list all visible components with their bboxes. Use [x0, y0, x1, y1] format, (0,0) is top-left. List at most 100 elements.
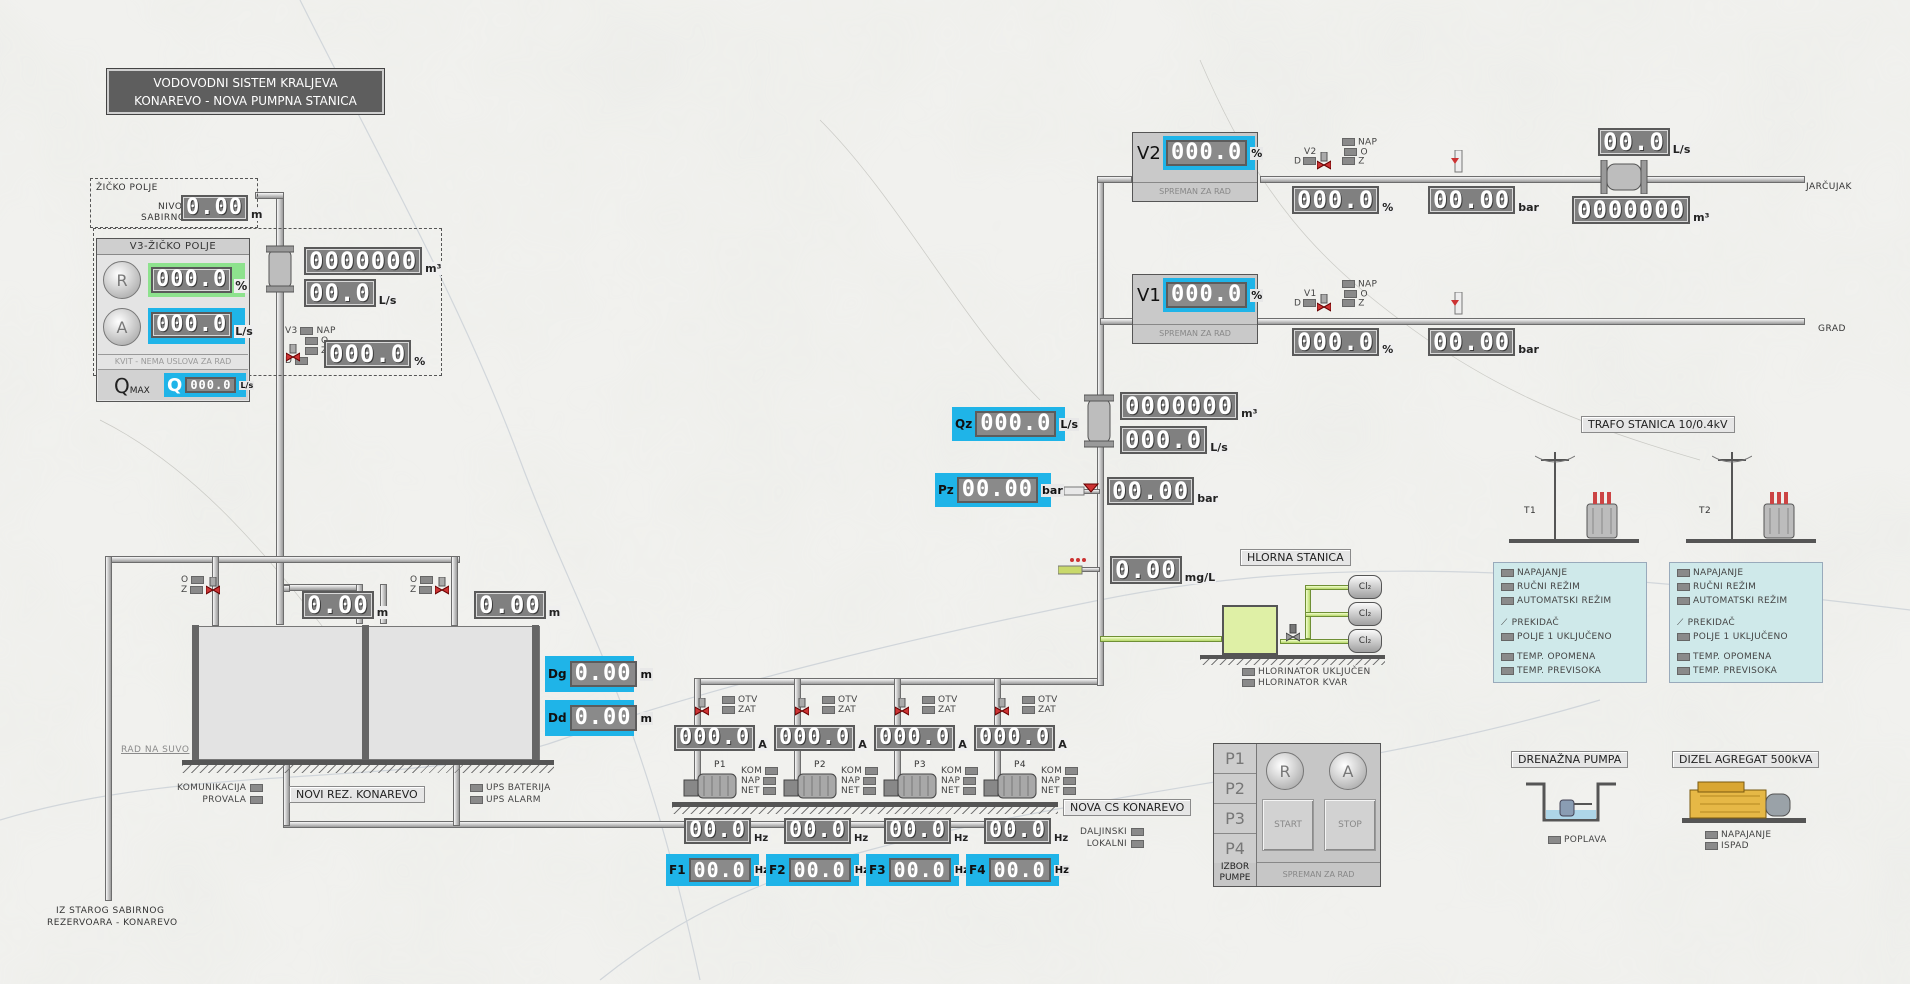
t1-led-6: TEMP. OPOMENA — [1517, 652, 1596, 662]
v1-led-d: D — [1294, 298, 1302, 309]
zicko-polje-title: ŽIČKO POLJE — [96, 183, 158, 193]
select-p3-button[interactable]: P3 — [1214, 804, 1256, 834]
led — [1303, 157, 1317, 165]
pump-3-name: P3 — [914, 760, 927, 770]
pipe-res-right-drop — [380, 584, 387, 624]
v3-a-button[interactable]: A — [103, 308, 141, 346]
qmax-input[interactable]: Q 000.0 L/s — [164, 373, 255, 397]
pump-3-hz-value: 00.0 — [884, 818, 951, 844]
t1-transformer-icon — [1586, 492, 1618, 539]
v3-kvit-button[interactable]: KVIT - NEMA USLOVA ZA RAD — [98, 354, 248, 368]
v2-led-z: Z — [1358, 156, 1365, 167]
pump-3-motor-icon — [883, 773, 937, 799]
select-p1-button[interactable]: P1 — [1214, 744, 1256, 774]
res-led-provala: PROVALA — [202, 795, 247, 805]
v1-led-o: O — [1360, 289, 1368, 299]
pump-2-hz-value: 00.0 — [784, 818, 851, 844]
drain-leds: POPLAVA — [1548, 834, 1607, 846]
reservoir-wall-mid — [362, 625, 369, 760]
res-right-valve-icon[interactable] — [435, 577, 449, 595]
qz-label: Qz — [955, 417, 973, 431]
led — [250, 783, 264, 792]
dd-input[interactable]: Dd 0.00 m — [545, 700, 654, 736]
v2-pressure-unit: bar — [1517, 201, 1540, 214]
dd-label: Dd — [548, 711, 567, 725]
chlorinator-valve-icon[interactable] — [1286, 624, 1300, 642]
v3-pct-display: 000.0 % — [151, 267, 249, 293]
pipe-v1-line — [1100, 318, 1805, 325]
pz-value: 00.00 — [956, 477, 1039, 503]
pz-label: Pz — [938, 483, 954, 497]
led — [250, 795, 264, 804]
pump-3-freq-input[interactable]: F3 00.0 Hz — [866, 854, 970, 886]
control-a-button[interactable]: A — [1329, 752, 1367, 790]
pump-4-motor-icon — [983, 773, 1037, 799]
t1-led-3: AUTOMATSKI REŽIM — [1517, 596, 1612, 606]
led — [1705, 841, 1718, 850]
zicko-nivo-unit: m — [249, 208, 264, 221]
chlorine-ground-hatch — [1200, 659, 1385, 665]
v2-valve-icon[interactable] — [1317, 152, 1331, 170]
res-left-valve-icon[interactable] — [206, 577, 220, 595]
res-right-valve-leds: O Z — [410, 575, 436, 595]
pump-4-f-label: F4 — [969, 863, 986, 877]
pump-3-kom: KOM — [941, 766, 963, 776]
pump-3-otv: OTV — [938, 695, 958, 705]
led — [865, 766, 879, 775]
t2-power-pole-icon — [1712, 452, 1752, 542]
led — [1303, 299, 1317, 307]
t1-led-1: NAPAJANJE — [1517, 568, 1568, 578]
v1-status: SPREMAN ZA RAD — [1133, 324, 1257, 343]
reservoir-ground-hatch — [182, 765, 554, 773]
pump-2-zat: ZAT — [838, 705, 857, 715]
t2-led-5: POLJE 1 UKLJUČENO — [1693, 632, 1788, 642]
v3-valve-icon[interactable] — [286, 344, 300, 362]
res-led-ups-baterija: UPS BATERIJA — [486, 783, 551, 793]
led — [1022, 695, 1035, 704]
pump-2-valve-icon[interactable] — [795, 698, 809, 716]
select-p2-button[interactable]: P2 — [1214, 774, 1256, 804]
diesel-led-napajanje: NAPAJANJE — [1721, 830, 1772, 840]
select-p4-button[interactable]: P4 — [1214, 834, 1256, 863]
pump-4-valve-icon[interactable] — [995, 698, 1009, 716]
pump-1-name: P1 — [714, 760, 727, 770]
pump-4-valve-leds: OTV ZAT — [1022, 695, 1058, 715]
pump-4-name: P4 — [1014, 760, 1027, 770]
led — [863, 776, 877, 785]
v2-led-nap: NAP — [1358, 137, 1378, 148]
led — [305, 336, 318, 345]
pz-input[interactable]: Pz 00.00 bar — [935, 473, 1064, 507]
dg-input[interactable]: Dg 0.00 m — [545, 656, 654, 692]
v1-setpoint-unit: % — [1250, 288, 1264, 302]
res-level-1-unit: m — [375, 606, 390, 619]
pump-3-valve-icon[interactable] — [895, 698, 909, 716]
v2-setpoint-input[interactable]: 000.0 % — [1163, 136, 1264, 170]
pump-1-freq-input[interactable]: F1 00.0 Hz — [666, 854, 770, 886]
pump-1-valve-icon[interactable] — [695, 698, 709, 716]
dg-value: 0.00 — [569, 661, 637, 687]
qz-value: 000.0 — [975, 411, 1057, 437]
drain-pump-icon — [1526, 782, 1616, 822]
qz-input[interactable]: Qz 000.0 L/s — [952, 407, 1079, 441]
v2-flowmeter-icon — [1600, 160, 1648, 194]
start-button[interactable]: START — [1262, 799, 1314, 851]
pump-1-f-label: F1 — [669, 863, 686, 877]
v1-valve-icon[interactable] — [1317, 294, 1331, 312]
pipe-reservoir-top — [108, 556, 460, 563]
v1-setpoint-input[interactable]: 000.0 % — [1163, 278, 1264, 312]
cl2-label-2: Cl₂ — [1358, 609, 1372, 619]
pump-3-nap: NAP — [941, 776, 961, 786]
v1-panel: V1 000.0 % SPREMAN ZA RAD — [1132, 274, 1264, 344]
main-flow-display: 000.0 L/s — [1120, 426, 1229, 454]
pump-1-status-leds: KOM NAP NET — [741, 766, 781, 796]
pump-2-freq-input[interactable]: F2 00.0 Hz — [766, 854, 870, 886]
pump-4-freq-input[interactable]: F4 00.0 Hz — [966, 854, 1070, 886]
control-r-button[interactable]: R — [1266, 752, 1304, 790]
pump-4-current-value: 000.0 — [974, 725, 1056, 751]
stop-button[interactable]: STOP — [1324, 799, 1376, 851]
pump-1-zat: ZAT — [738, 705, 757, 715]
v2-flow-display: 00.0 L/s — [1598, 128, 1692, 156]
led — [420, 575, 434, 584]
led — [190, 585, 204, 594]
v3-r-button[interactable]: R — [103, 261, 141, 299]
